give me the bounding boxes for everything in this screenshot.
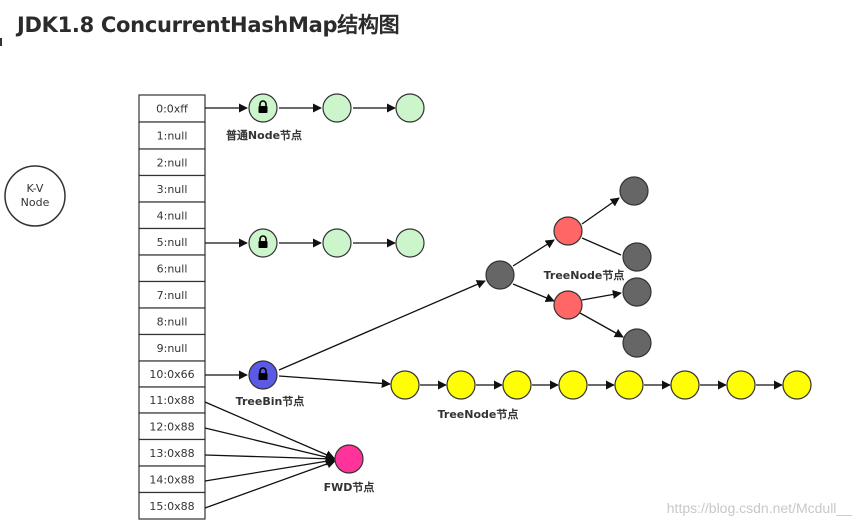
bucket-cell-box (138, 227, 206, 256)
tree-root-node (485, 260, 515, 290)
bucket-cell-box (138, 491, 206, 520)
normal-node (322, 93, 352, 123)
bucket-cell-label: 2:null (157, 156, 188, 169)
edge (204, 459, 336, 509)
treenode-list-node (614, 370, 644, 400)
treenode-list-node (502, 370, 532, 400)
bucket-cell-box (138, 201, 206, 230)
treenode-list-node (782, 370, 812, 400)
bucket-cell: 5:null (138, 227, 206, 256)
bucket-cell-label: 0:0xff (156, 103, 188, 116)
bucket-cell-label: 9:null (157, 342, 188, 355)
fwd-label: FWD节点 (324, 480, 375, 494)
bucket-cell-box (138, 121, 206, 150)
treenode-list (390, 370, 812, 400)
red-black-tree (485, 176, 652, 358)
watermark: https://blog.csdn.net/Mcdull__ (667, 500, 852, 516)
normal-node (395, 93, 425, 123)
edge (581, 197, 620, 225)
treenode-list-node (558, 370, 588, 400)
bucket-cell-label: 3:null (157, 183, 188, 196)
treenode-list-node (446, 370, 476, 400)
treebin-label: TreeBin节点 (236, 394, 305, 408)
normal-node (395, 228, 425, 258)
bucket-cell-label: 6:null (157, 262, 188, 275)
bucket-cell: 1:null (138, 121, 206, 150)
bucket-cell: 9:null (138, 333, 206, 362)
bucket-table: 0:0xff 1:null 2:null 3:null 4:null 5:null 6:nu… (138, 94, 206, 520)
title-marker (0, 38, 2, 46)
bucket-cell: 14:0x88 (138, 465, 206, 494)
treenode-list-node (390, 370, 420, 400)
bucket-cell-box (138, 148, 206, 177)
edge (204, 456, 335, 482)
tree-leaf-node (619, 176, 649, 206)
bucket-cell: 11:0x88 (138, 386, 206, 414)
bucket-cell-label: 11:0x88 (149, 394, 194, 407)
edges (204, 103, 783, 509)
kv-node-legend: K-V Node (4, 165, 66, 227)
bucket-cell: 12:0x88 (138, 412, 206, 441)
bucket-cell-label: 12:0x88 (149, 420, 194, 433)
normal-node-chain-row0 (248, 93, 425, 123)
kv-node-legend-line2: Node (21, 196, 50, 209)
tree-leaf-node (622, 277, 652, 307)
edge (512, 239, 555, 267)
bucket-cell: 4:null (138, 201, 206, 230)
kv-node-legend-circle (4, 165, 66, 227)
bucket-cell: 7:null (138, 280, 206, 309)
edge (579, 312, 624, 338)
edge (581, 237, 622, 256)
bucket-cell-label: 13:0x88 (149, 447, 194, 460)
bucket-cell: 0:0xff (138, 94, 206, 123)
title-bar: JDK1.8 ConcurrentHashMap结构图 (0, 0, 860, 50)
bucket-cell-label: 4:null (157, 209, 188, 222)
bucket-cell-box (138, 386, 206, 414)
page-title: JDK1.8 ConcurrentHashMap结构图 (17, 13, 400, 37)
bucket-cell: 13:0x88 (138, 438, 206, 467)
normal-node (322, 228, 352, 258)
tree-red-node (553, 290, 583, 320)
bucket-cell-label: 8:null (157, 315, 188, 328)
bucket-cell: 15:0x88 (138, 491, 206, 520)
edge (204, 454, 335, 464)
bucket-cell-label: 10:0x66 (149, 368, 194, 381)
bucket-cell-box (138, 412, 206, 441)
bucket-cell-label: 15:0x88 (149, 500, 194, 513)
treebin-node (248, 360, 278, 390)
treenode-list-label: TreeNode节点 (438, 407, 519, 421)
normal-node-chain-row5 (248, 228, 425, 258)
tree-leaf-node (622, 328, 652, 358)
edge (581, 289, 622, 301)
tree-red-node (553, 216, 583, 246)
bucket-cell: 10:0x66 (138, 360, 206, 388)
edge (204, 427, 335, 462)
edge (204, 401, 335, 459)
normal-node-label: 普通Node节点 (226, 128, 302, 142)
bucket-cell-box (138, 360, 206, 388)
bucket-cell-label: 1:null (157, 130, 188, 143)
bucket-cell-box (138, 174, 206, 203)
treenode-list-node (726, 370, 756, 400)
tree-leaf-node (622, 242, 652, 272)
treenode-top-label: TreeNode节点 (544, 268, 625, 282)
edge (278, 375, 391, 388)
bucket-cell: 6:null (138, 254, 206, 283)
bucket-cell-label: 5:null (157, 236, 188, 249)
bucket-cell: 2:null (138, 148, 206, 177)
treenode-list-node (670, 370, 700, 400)
kv-node-legend-line1: K-V (27, 182, 44, 195)
bucket-cell-label: 14:0x88 (149, 473, 194, 486)
bucket-cell: 8:null (138, 307, 206, 336)
bucket-cell-box (138, 438, 206, 467)
bucket-cell-label: 7:null (157, 289, 188, 302)
edge (278, 280, 486, 371)
fwd-node (334, 444, 364, 474)
bucket-cell-box (138, 333, 206, 362)
bucket-cell: 3:null (138, 174, 206, 203)
edge (512, 283, 555, 303)
